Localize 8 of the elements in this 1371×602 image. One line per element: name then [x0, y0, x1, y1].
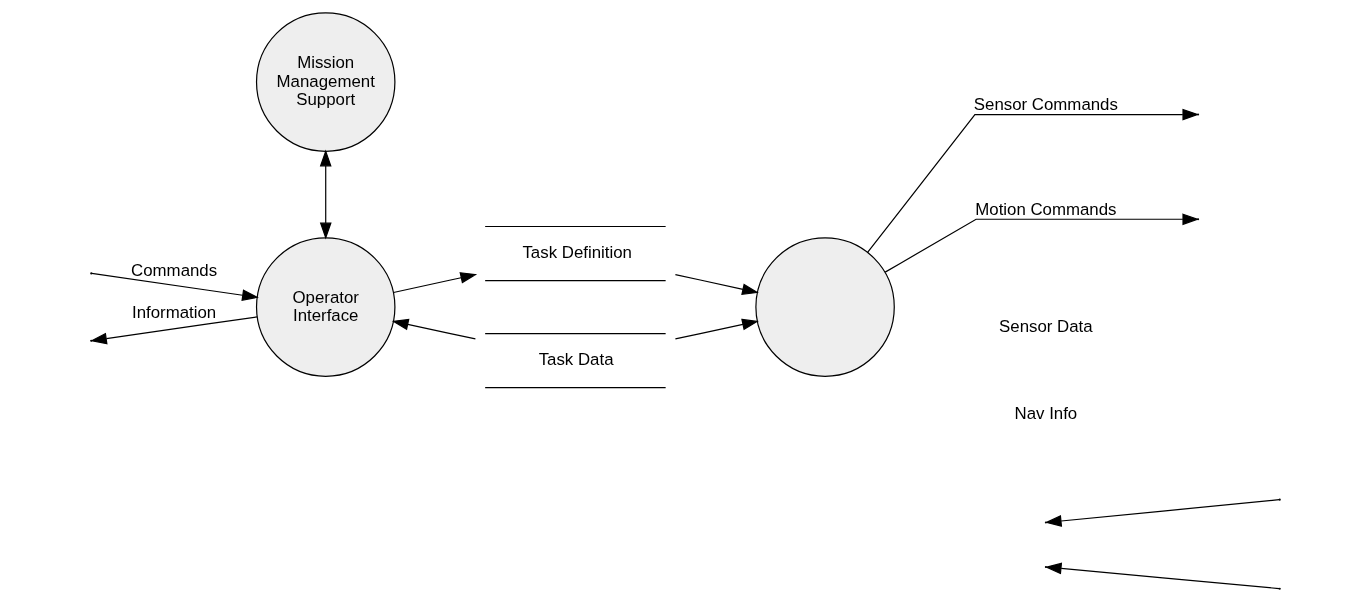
edge-label: Information [132, 303, 217, 323]
label: Sensor Data [999, 317, 1093, 337]
edge-label: Motion Commands [975, 199, 1117, 219]
node-text: Task Data [538, 350, 614, 370]
edge-label: Commands [131, 261, 218, 281]
edge-label: Sensor Commands [973, 95, 1118, 114]
node-text: Task Definition [522, 243, 632, 263]
label: Nav Info [1014, 403, 1078, 423]
